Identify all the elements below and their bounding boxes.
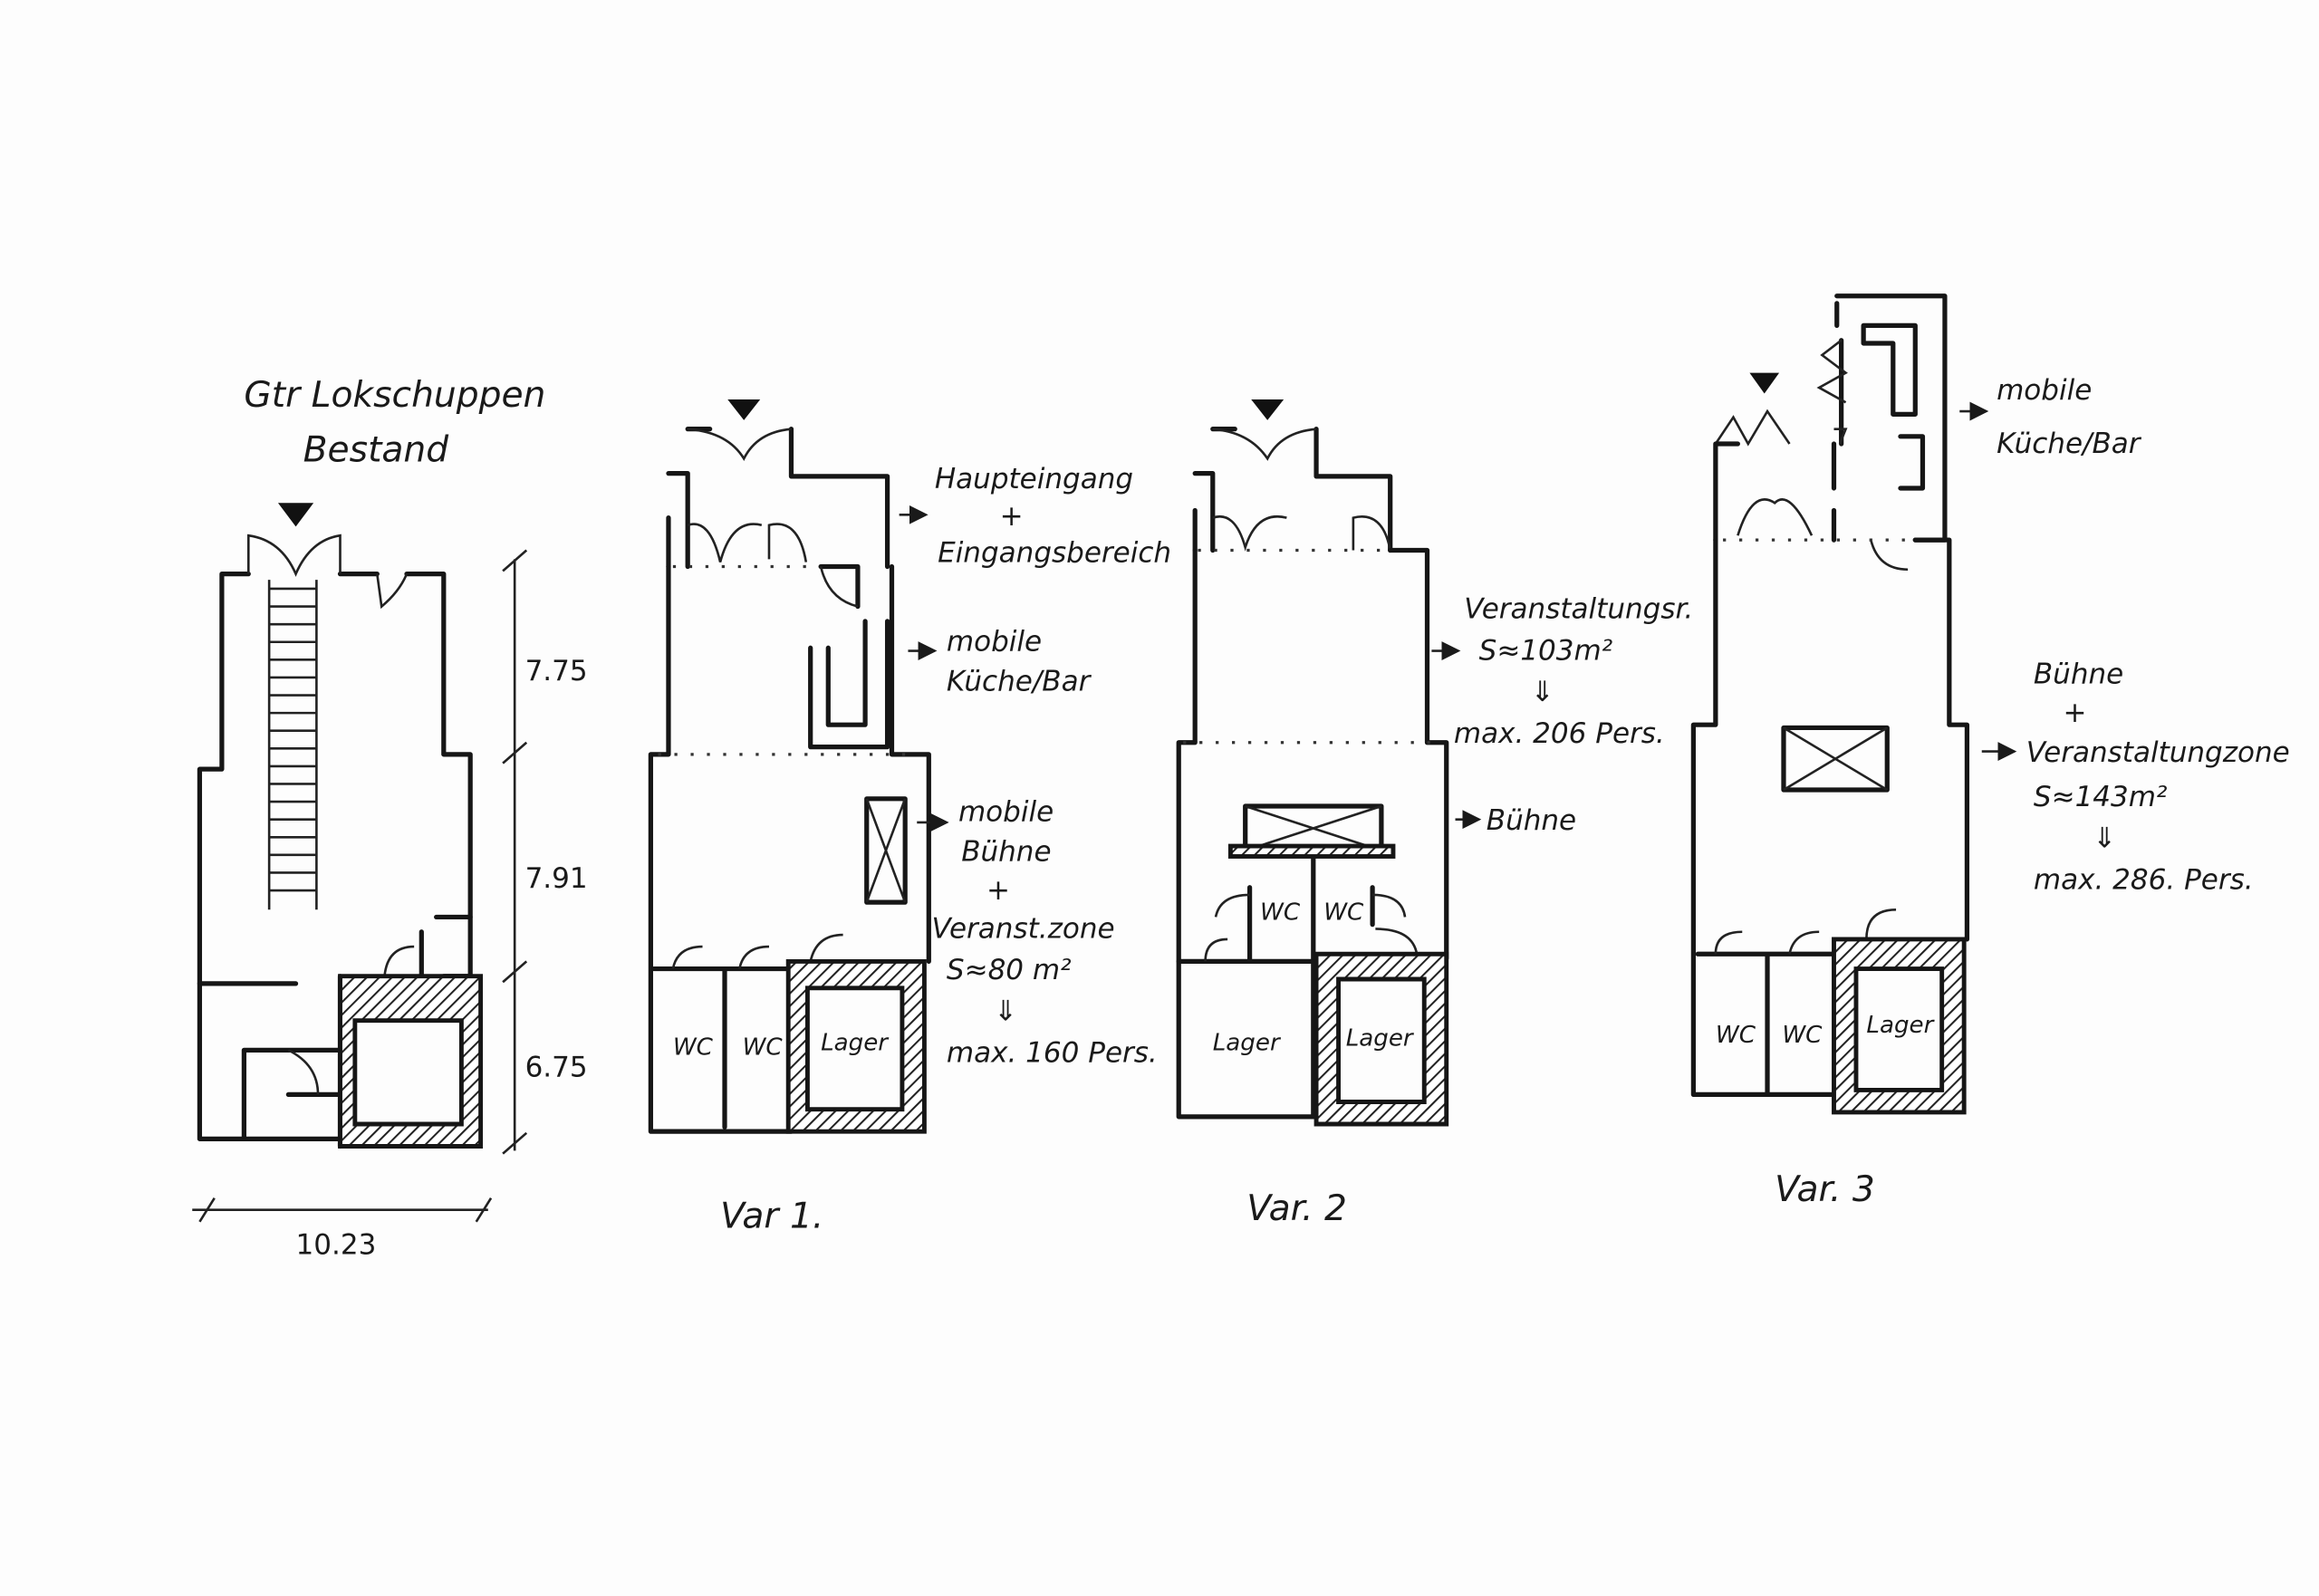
- label-mobile: mobile: [947, 626, 1042, 659]
- label-veranstaltungsraum: Veranstaltungsr.: [1464, 593, 1693, 626]
- entrance-marker-icon: [727, 399, 761, 420]
- entrance-walls: [1192, 427, 1393, 553]
- label-area: S≈80 m²: [947, 954, 1072, 986]
- caption-var1: Var 1.: [720, 1196, 823, 1236]
- label-eingangsbereich: Eingangsbereich: [938, 537, 1171, 570]
- entrance-door: [246, 534, 409, 610]
- label-mobile-stage: mobile: [958, 795, 1054, 828]
- label-haupteingang: Haupteingang: [935, 463, 1133, 495]
- room-lager-1: Lager: [1213, 1029, 1282, 1056]
- arrow-down-icon: ⇓: [994, 995, 1017, 1028]
- room-wc-1: WC: [1260, 899, 1301, 927]
- label-area: S≈143m²: [2034, 781, 2168, 813]
- outer-walls: [197, 572, 473, 1149]
- room-wc-2: WC: [1323, 899, 1364, 927]
- room-wc-1: WC: [673, 1034, 714, 1061]
- plan-var1: WC WC Lager Haupteingang + Eingangsberei…: [648, 399, 1171, 1236]
- plan-var3: WC WC Lager mobile Küche/Bar Bühne + Ver…: [1690, 293, 2290, 1210]
- label-kueche-bar: Küche/Bar: [1997, 428, 2142, 460]
- dimension-1: 7.75: [525, 655, 588, 687]
- arrow-down-icon: ⇓: [1531, 676, 1554, 708]
- staircase: [267, 580, 318, 910]
- label-capacity: max. 160 Pers.: [947, 1036, 1158, 1069]
- annotations: Veranstaltungsr. S≈103m² ⇓ max. 206 Pers…: [1431, 593, 1693, 837]
- storage-hatched-wall: [1313, 951, 1449, 1127]
- entrance-walls: [1713, 441, 1837, 543]
- plan-var2: WC WC Lager Lager Veranstaltungsr. S≈103…: [1176, 399, 1693, 1229]
- kitchen-counter: [808, 619, 890, 750]
- wc-walls: [1695, 951, 1837, 1097]
- room-wc-2: WC: [743, 1034, 784, 1061]
- entrance-doors: [1737, 498, 1909, 572]
- room-lager-2: Lager: [1346, 1024, 1415, 1052]
- bestand-title: Gtr Lokschuppen: [244, 375, 545, 416]
- room-lager: Lager: [821, 1029, 890, 1056]
- stage: [1227, 803, 1396, 859]
- label-veranstaltungszone: Veranstaltungzone: [2026, 736, 2290, 769]
- dimension-lines: 7.75 7.91 6.75 10.23: [192, 549, 588, 1262]
- annotations: mobile Küche/Bar Bühne + Veranstaltungzo…: [1959, 374, 2290, 896]
- dimension-2: 7.91: [525, 862, 588, 895]
- room-lager: Lager: [1866, 1012, 1935, 1039]
- entrance-marker-icon: [1251, 399, 1285, 420]
- interior-door: [287, 945, 415, 1095]
- caption-var2: Var. 2: [1246, 1188, 1347, 1229]
- label-plus: +: [2064, 697, 2087, 729]
- kitchen-annex-walls: [1834, 293, 1948, 543]
- label-area: S≈103m²: [1479, 634, 1613, 667]
- label-buehne: Bühne: [961, 835, 1051, 868]
- label-buehne: Bühne: [1487, 804, 1576, 837]
- bestand-subtitle: Bestand: [303, 430, 450, 471]
- wc-walls: [1176, 855, 1375, 1120]
- dimension-width: 10.23: [296, 1229, 377, 1262]
- storage-hatched-wall: [338, 974, 484, 1149]
- stage: [1781, 725, 1890, 793]
- storage-hatched-wall: [785, 958, 927, 1134]
- entrance-marker-icon: [277, 503, 314, 527]
- wc-walls: [651, 966, 794, 1130]
- label-veranst-zone: Veranst.zone: [932, 912, 1115, 945]
- label-plus: +: [1000, 500, 1024, 533]
- entrance-walls: [666, 427, 890, 570]
- interior-walls: [197, 914, 473, 1141]
- entrance-doors: [687, 428, 808, 562]
- label-buehne: Bühne: [2034, 658, 2123, 690]
- entrance-marker-icon: [1749, 372, 1780, 394]
- label-plus: +: [986, 874, 1010, 907]
- room-wc-2: WC: [1782, 1022, 1823, 1049]
- entrance-doors: [1212, 428, 1391, 552]
- label-capacity: max. 206 Pers.: [1454, 717, 1665, 750]
- annotations: Haupteingang + Eingangsbereich mobile Kü…: [899, 463, 1171, 1069]
- arrow-down-icon: ⇓: [2093, 822, 2116, 855]
- dimension-3: 6.75: [525, 1052, 588, 1084]
- mobile-stage: [864, 796, 908, 905]
- plan-bestand: Gtr Lokschuppen Bestand 7.75 7.91 6.75 1…: [192, 375, 588, 1262]
- storage-hatched-wall: [1832, 937, 1967, 1115]
- label-capacity: max. 286. Pers.: [2034, 863, 2254, 896]
- room-wc-1: WC: [1716, 1022, 1756, 1049]
- caption-var3: Var. 3: [1775, 1169, 1875, 1210]
- outer-walls: [1690, 537, 1970, 1097]
- label-kueche-bar: Küche/Bar: [947, 666, 1092, 698]
- label-mobile: mobile: [1997, 374, 2092, 407]
